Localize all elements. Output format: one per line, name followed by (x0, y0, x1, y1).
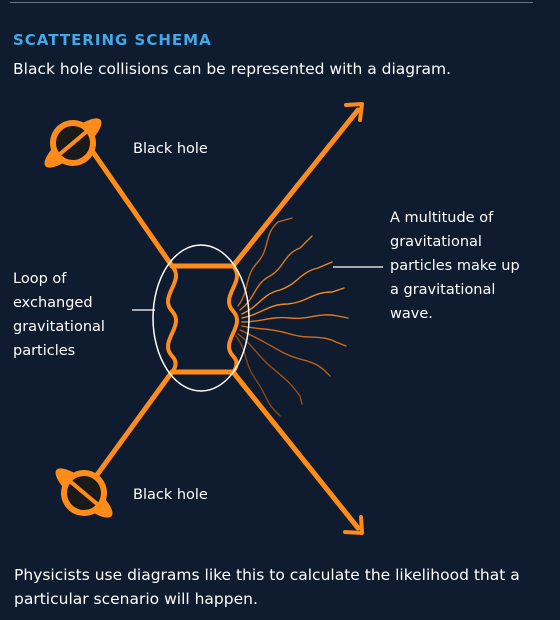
emitted-graviton (239, 329, 331, 377)
loop-label-line: particles (13, 343, 76, 359)
intro-text: Black hole collisions can be represented… (13, 60, 452, 78)
wave-label-line: a gravitational (390, 282, 496, 298)
emitted-graviton (235, 335, 281, 417)
emitted-graviton (241, 325, 347, 347)
section-heading: SCATTERING SCHEMA (13, 31, 212, 49)
top-divider (10, 2, 533, 3)
emitted-graviton (239, 235, 313, 311)
emitted-graviton (237, 333, 303, 405)
incoming-worldline-top (83, 139, 175, 269)
emitted-graviton (241, 287, 345, 319)
outgoing-worldline-top (230, 107, 361, 269)
exchange-loop-ellipse (152, 244, 250, 392)
emitted-graviton (237, 217, 293, 307)
loop-label-line: gravitational (13, 319, 105, 335)
wave-label-line: gravitational (390, 234, 482, 250)
loop-label-line: Loop of (13, 271, 67, 287)
wave-label-line: wave. (390, 306, 433, 322)
outgoing-worldline-bottom (230, 369, 361, 531)
wave-label-line: A multitude of (390, 210, 494, 226)
arrowhead-bottom (343, 515, 364, 535)
bottom-black-hole-label: Black hole (133, 487, 208, 503)
top-black-hole-label: Black hole (133, 141, 208, 157)
graviton-right (226, 264, 240, 374)
loop-label-line: exchanged (13, 295, 93, 311)
arrowhead-top (344, 102, 364, 122)
emitted-graviton (241, 261, 333, 315)
caption-text: Physicists use diagrams like this to cal… (14, 566, 520, 608)
wave-label: A multitude of gravitational particles m… (390, 206, 520, 326)
emitted-graviton (241, 314, 349, 323)
loop-label: Loop of exchanged gravitational particle… (13, 267, 105, 363)
incoming-worldline-bottom (83, 369, 175, 493)
black-hole-icon-top (44, 118, 102, 168)
graviton-left (165, 264, 179, 374)
black-hole-icon-bottom (55, 468, 113, 518)
wave-label-line: particles make up (390, 258, 520, 274)
